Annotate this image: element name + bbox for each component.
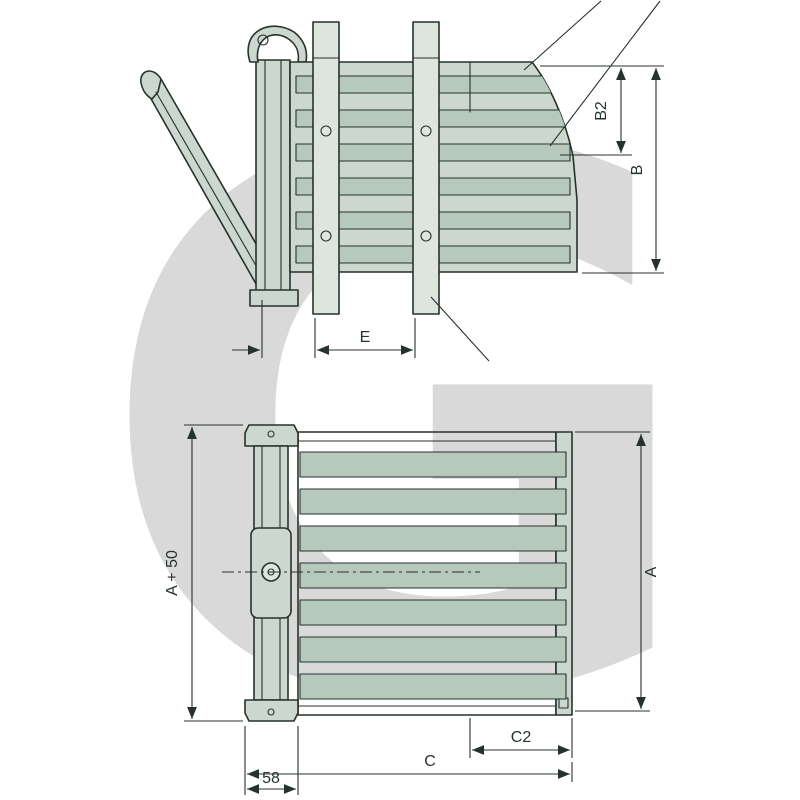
dim-label-b2: B2 xyxy=(593,101,610,121)
left-frame-channel xyxy=(249,59,299,307)
dimension-a: A xyxy=(575,431,660,712)
dimension-e: E xyxy=(232,300,416,358)
front-view: A + 50 A C2 C 58 xyxy=(164,424,660,795)
dimension-c2: C2 xyxy=(469,718,573,758)
cooler-slats-front xyxy=(299,451,567,700)
dimension-b2: B2 xyxy=(540,65,664,156)
dim-label-58: 58 xyxy=(262,770,280,787)
dimension-c: C xyxy=(244,726,573,795)
dim-label-a: A xyxy=(643,566,660,577)
dim-label-c: C xyxy=(424,753,436,770)
left-bracket-column xyxy=(244,424,299,722)
dimension-58: 58 xyxy=(247,726,299,795)
leader-lines-side xyxy=(430,0,661,362)
dim-label-a-plus-50: A + 50 xyxy=(164,550,181,596)
dimension-b: B xyxy=(582,68,664,274)
side-view: B2 B E xyxy=(140,0,664,362)
dim-label-c2: C2 xyxy=(511,729,532,746)
mounting-strap-left xyxy=(312,21,340,315)
dim-label-e: E xyxy=(360,329,371,346)
dimension-a-plus-50: A + 50 xyxy=(164,424,243,722)
mounting-strap-right xyxy=(412,21,440,315)
dim-label-b: B xyxy=(629,165,646,176)
